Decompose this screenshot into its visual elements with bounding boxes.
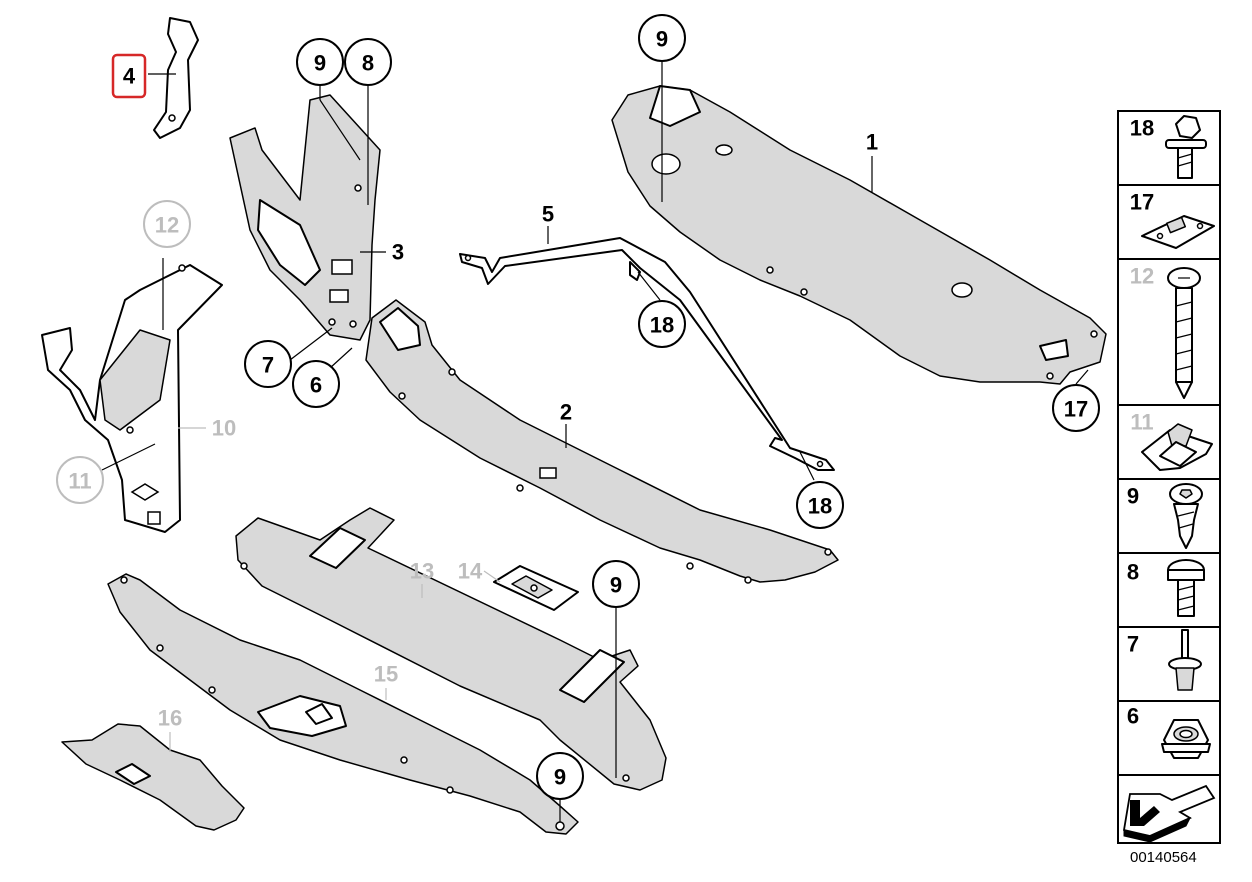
callout-6[interactable]: 6 <box>292 360 340 408</box>
callout-3[interactable]: 3 <box>392 240 404 265</box>
svg-text:7: 7 <box>262 353 274 378</box>
callout-8[interactable]: 8 <box>344 38 392 86</box>
callout-13[interactable]: 13 <box>410 559 434 584</box>
svg-text:6: 6 <box>1127 704 1139 729</box>
svg-text:18: 18 <box>650 313 674 338</box>
highlight-box <box>111 53 147 99</box>
part-13-beam[interactable] <box>235 507 667 791</box>
callout-9-d[interactable]: 9 <box>536 752 584 800</box>
legend-cell-11[interactable]: 11 <box>1117 404 1221 480</box>
callout-12-a[interactable]: 12 <box>143 200 191 248</box>
callout-2[interactable]: 2 <box>560 400 572 425</box>
speed-nut-icon <box>1141 423 1213 471</box>
direction-arrow-icon <box>1122 784 1216 843</box>
svg-text:11: 11 <box>1130 410 1153 435</box>
callout-4[interactable]: 4 <box>123 64 136 89</box>
svg-text:9: 9 <box>610 573 622 598</box>
legend-cell-17[interactable]: 17 <box>1117 184 1221 260</box>
part-5-brace[interactable] <box>459 237 835 471</box>
part-10-side-bracket[interactable] <box>41 264 223 533</box>
part-14-clip[interactable] <box>493 565 579 611</box>
long-screw-icon <box>1167 267 1201 399</box>
part-4-bracket[interactable] <box>153 17 199 139</box>
legend-cell-6[interactable]: 6 <box>1117 700 1221 776</box>
svg-text:9: 9 <box>314 51 326 76</box>
legend-cell-7[interactable]: 7 <box>1117 626 1221 702</box>
callout-10[interactable]: 10 <box>212 416 236 441</box>
callout-15[interactable]: 15 <box>374 662 398 687</box>
svg-text:9: 9 <box>1127 484 1139 509</box>
callout-17[interactable]: 17 <box>1052 384 1100 432</box>
flange-bolt-icon <box>1165 115 1207 179</box>
callout-11-a[interactable]: 11 <box>56 456 104 504</box>
svg-text:8: 8 <box>362 51 374 76</box>
part-1-cover[interactable] <box>611 85 1107 385</box>
legend-cell-8[interactable]: 8 <box>1117 552 1221 628</box>
legend-cell-12[interactable]: 12 <box>1117 258 1221 406</box>
torx-screw-icon <box>1169 483 1203 549</box>
callout-18-a[interactable]: 18 <box>638 300 686 348</box>
callout-9-b[interactable]: 9 <box>638 14 686 62</box>
diagram-id: 00140564 <box>1130 849 1197 866</box>
part-16-shield[interactable] <box>61 723 245 831</box>
callout-5[interactable]: 5 <box>542 202 554 227</box>
part-15-underbody-panel[interactable] <box>107 573 579 835</box>
callout-18-b[interactable]: 18 <box>796 481 844 529</box>
hex-nut-icon <box>1161 719 1211 759</box>
part-3-bracket[interactable] <box>229 94 381 341</box>
svg-text:12: 12 <box>155 213 179 238</box>
svg-text:9: 9 <box>656 27 668 52</box>
legend-cell-arrow[interactable] <box>1117 774 1221 844</box>
callout-7[interactable]: 7 <box>244 340 292 388</box>
fastener-legend: 18 17 12 <box>1117 110 1221 844</box>
pan-screw-icon <box>1167 559 1205 617</box>
svg-text:18: 18 <box>808 494 832 519</box>
expanding-rivet-icon <box>1168 629 1202 691</box>
svg-text:11: 11 <box>68 469 91 494</box>
part-2-carrier[interactable] <box>365 299 839 584</box>
svg-text:18: 18 <box>1130 116 1154 141</box>
svg-text:8: 8 <box>1127 560 1139 585</box>
legend-cell-9[interactable]: 9 <box>1117 478 1221 554</box>
svg-text:12: 12 <box>1130 264 1154 289</box>
callout-9-c[interactable]: 9 <box>592 560 640 608</box>
svg-text:7: 7 <box>1127 632 1139 657</box>
callout-9-a[interactable]: 9 <box>296 38 344 86</box>
svg-text:9: 9 <box>554 765 566 790</box>
svg-text:6: 6 <box>310 373 322 398</box>
legend-cell-18[interactable]: 18 <box>1117 110 1221 186</box>
svg-text:17: 17 <box>1130 190 1154 215</box>
clip-plate-icon <box>1141 215 1215 249</box>
callout-14[interactable]: 14 <box>458 559 483 584</box>
callout-1[interactable]: 1 <box>866 130 878 155</box>
svg-text:17: 17 <box>1064 397 1088 422</box>
callout-16[interactable]: 16 <box>158 706 182 731</box>
